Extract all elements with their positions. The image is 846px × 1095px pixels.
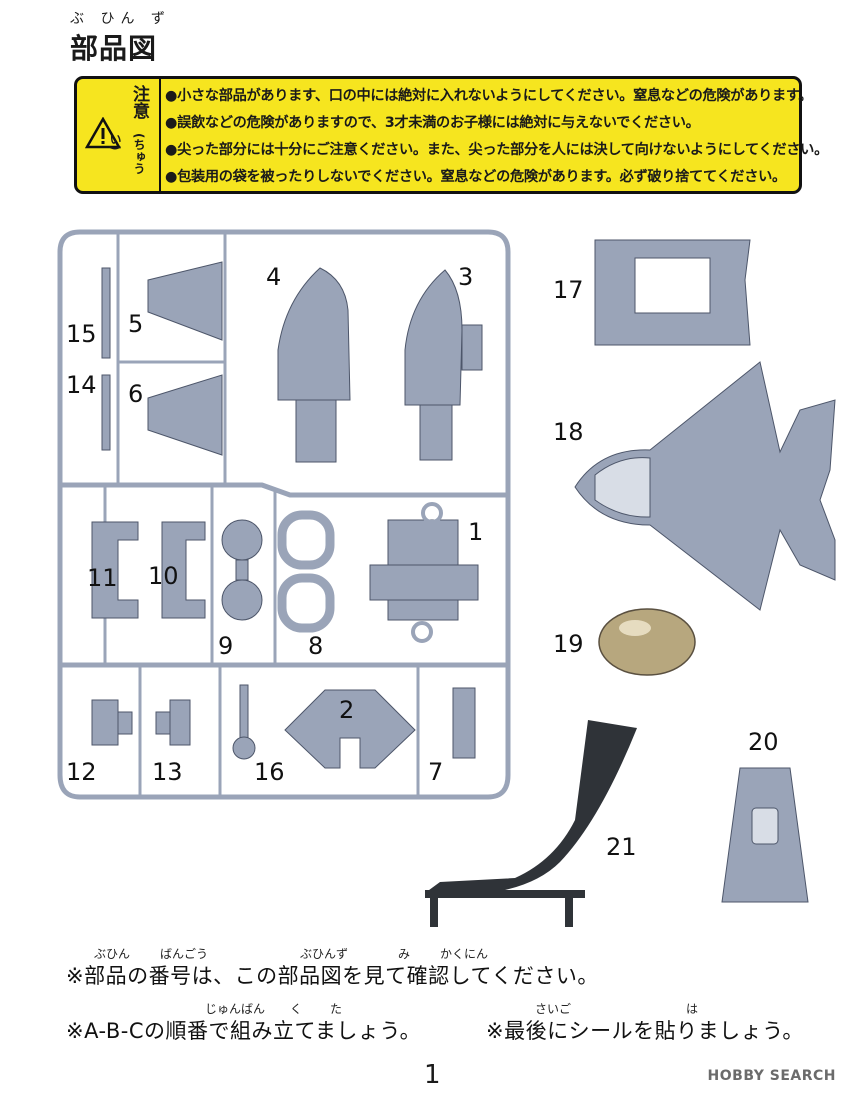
part-number-4: 4 <box>266 263 282 291</box>
caution-lines: ●小さな部品があります、口の中には絶対に入れないようにしてください。窒息などの危… <box>165 83 828 191</box>
note-ruby: かくにん <box>440 947 489 961</box>
note-ruby: ぶひん <box>94 947 131 961</box>
part-number-13: 13 <box>152 758 183 786</box>
part-18 <box>574 361 836 611</box>
watermark: HOBBY SEARCH <box>707 1068 836 1084</box>
part-11 <box>91 521 139 619</box>
part-number-8: 8 <box>308 632 324 660</box>
note-ruby: は <box>686 1002 699 1016</box>
part-number-9: 9 <box>218 632 234 660</box>
part-4 <box>277 267 351 401</box>
part-9 <box>221 519 263 561</box>
part-number-15: 15 <box>66 320 97 348</box>
part-10 <box>161 521 206 619</box>
caution-line: ●尖った部分には十分にご注意ください。また、尖った部分を人には決して向けないよう… <box>165 142 828 158</box>
part-15 <box>101 267 111 359</box>
note-ruby: ぶひんず <box>300 947 349 961</box>
part-number-12: 12 <box>66 758 97 786</box>
part-number-3: 3 <box>458 263 474 291</box>
part-number-7: 7 <box>428 758 444 786</box>
part-21 <box>425 720 637 893</box>
note-ruby: く <box>290 1002 303 1016</box>
note-ruby: み <box>398 947 411 961</box>
part-19 <box>598 608 696 676</box>
part-3 <box>404 269 463 406</box>
note-ruby: さいご <box>535 1002 572 1016</box>
part-13 <box>169 699 191 746</box>
page-number: 1 <box>424 1060 441 1090</box>
part-16 <box>239 684 249 741</box>
part-7 <box>452 687 476 759</box>
part-number-18: 18 <box>553 418 584 446</box>
note-line-1: ※部品の番号は、この部品図を見て確認してください。 <box>66 964 599 988</box>
part-5 <box>147 261 223 341</box>
title-ruby: ぶ ひん ず <box>70 11 171 27</box>
note-ruby: じゅんばん <box>205 1002 266 1016</box>
part-number-10: 10 <box>148 562 179 590</box>
part-number-1: 1 <box>468 518 484 546</box>
part-number-17: 17 <box>553 276 584 304</box>
part-number-5: 5 <box>128 310 144 338</box>
part-number-19: 19 <box>553 630 584 658</box>
part-number-16: 16 <box>254 758 285 786</box>
note-ruby: た <box>330 1002 343 1016</box>
part-6 <box>147 374 223 456</box>
caution-line: ●小さな部品があります、口の中には絶対に入れないようにしてください。窒息などの危… <box>165 88 813 104</box>
page-title: 部品図 <box>70 32 158 65</box>
caution-line: ●包装用の袋を被ったりしないでください。窒息などの危険があります。必ず破り捨てて… <box>165 169 786 185</box>
part-number-6: 6 <box>128 380 144 408</box>
part-number-11: 11 <box>87 564 118 592</box>
warning-triangle-icon <box>85 117 121 149</box>
note-line-2a: ※A-B-Cの順番で組み立てましょう。 <box>66 1019 422 1043</box>
caution-label-ruby: (ちゅうい) <box>108 133 146 175</box>
part-8 <box>277 510 335 570</box>
caution-label: 注意 <box>129 85 149 119</box>
note-line-2b: ※最後にシールを貼りましょう。 <box>486 1019 804 1043</box>
part-number-20: 20 <box>748 728 779 756</box>
part-2 <box>284 689 416 769</box>
part-12 <box>91 699 119 746</box>
part-number-21: 21 <box>606 833 637 861</box>
part-14 <box>101 374 111 451</box>
part-number-2: 2 <box>339 696 355 724</box>
caution-box: 注意 (ちゅうい) ●小さな部品があります、口の中には絶対に入れないようにしてく… <box>74 76 828 194</box>
caution-line: ●誤飲などの危険がありますので、3才未満のお子様には絶対に与えないでください。 <box>165 115 700 131</box>
part-number-14: 14 <box>66 371 97 399</box>
caution-side: 注意 (ちゅうい) <box>77 79 161 191</box>
note-ruby: ばんごう <box>160 947 209 961</box>
